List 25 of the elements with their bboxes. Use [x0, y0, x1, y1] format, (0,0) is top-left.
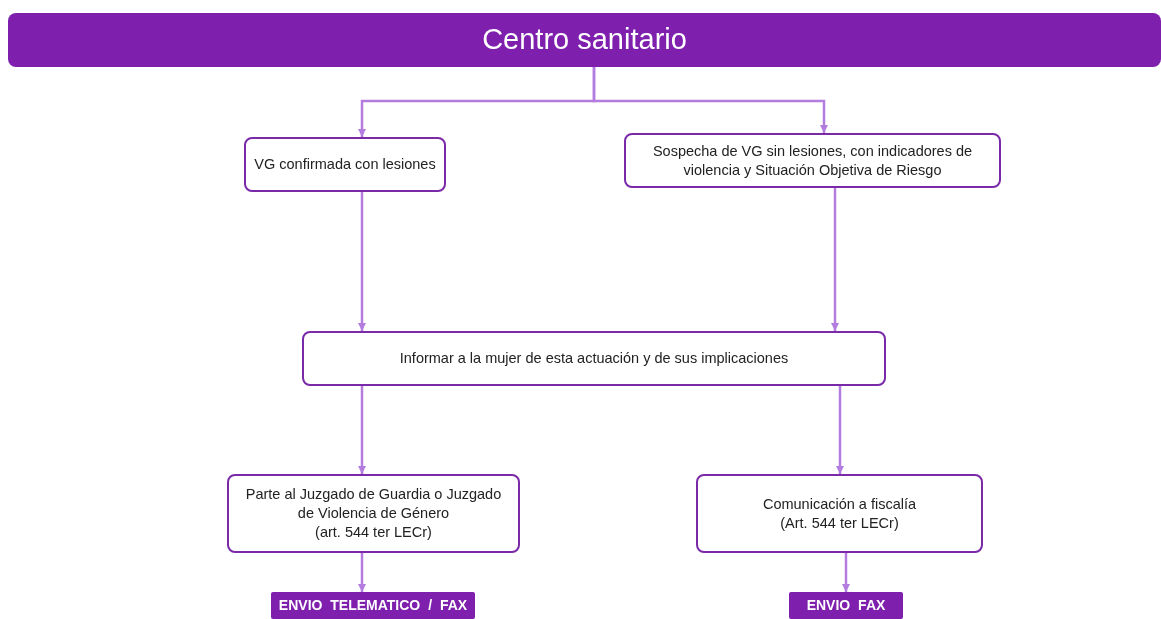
box-text: Parte al Juzgado de Guardia o Juzgado de Violencia de Género [244, 485, 503, 523]
label-text: ENVIO TELEMATICO / FAX [278, 596, 468, 615]
box-text: (art. 544 ter LECr) [315, 522, 432, 542]
box-text: (Art. 544 ter LECr) [780, 513, 899, 533]
process-box [302, 331, 886, 386]
process-box [696, 474, 983, 553]
arrow [358, 192, 366, 331]
box-text: Informar a la mujer de esta actuación y de sus implicaciones [399, 349, 789, 368]
title-banner [8, 13, 1161, 67]
arrow [592, 67, 828, 133]
arrow [358, 386, 366, 474]
arrow [842, 553, 850, 592]
process-box [227, 474, 520, 553]
arrow [831, 188, 839, 331]
box-text: Comunicación a fiscalía [762, 494, 917, 514]
label-text: Centro sanitario [482, 22, 687, 58]
label-tag [271, 592, 475, 619]
arrow [836, 386, 844, 474]
box-text: Sospecha de VG sin lesiones, con indicadores de violencia y Situación Objetiva de Riesgo [651, 141, 974, 180]
process-box [244, 137, 446, 192]
arrow [358, 553, 366, 592]
label-text: ENVIO FAX [806, 596, 886, 615]
box-text: VG confirmada con lesiones [254, 155, 436, 174]
label-tag [789, 592, 903, 619]
process-box [624, 133, 1001, 188]
